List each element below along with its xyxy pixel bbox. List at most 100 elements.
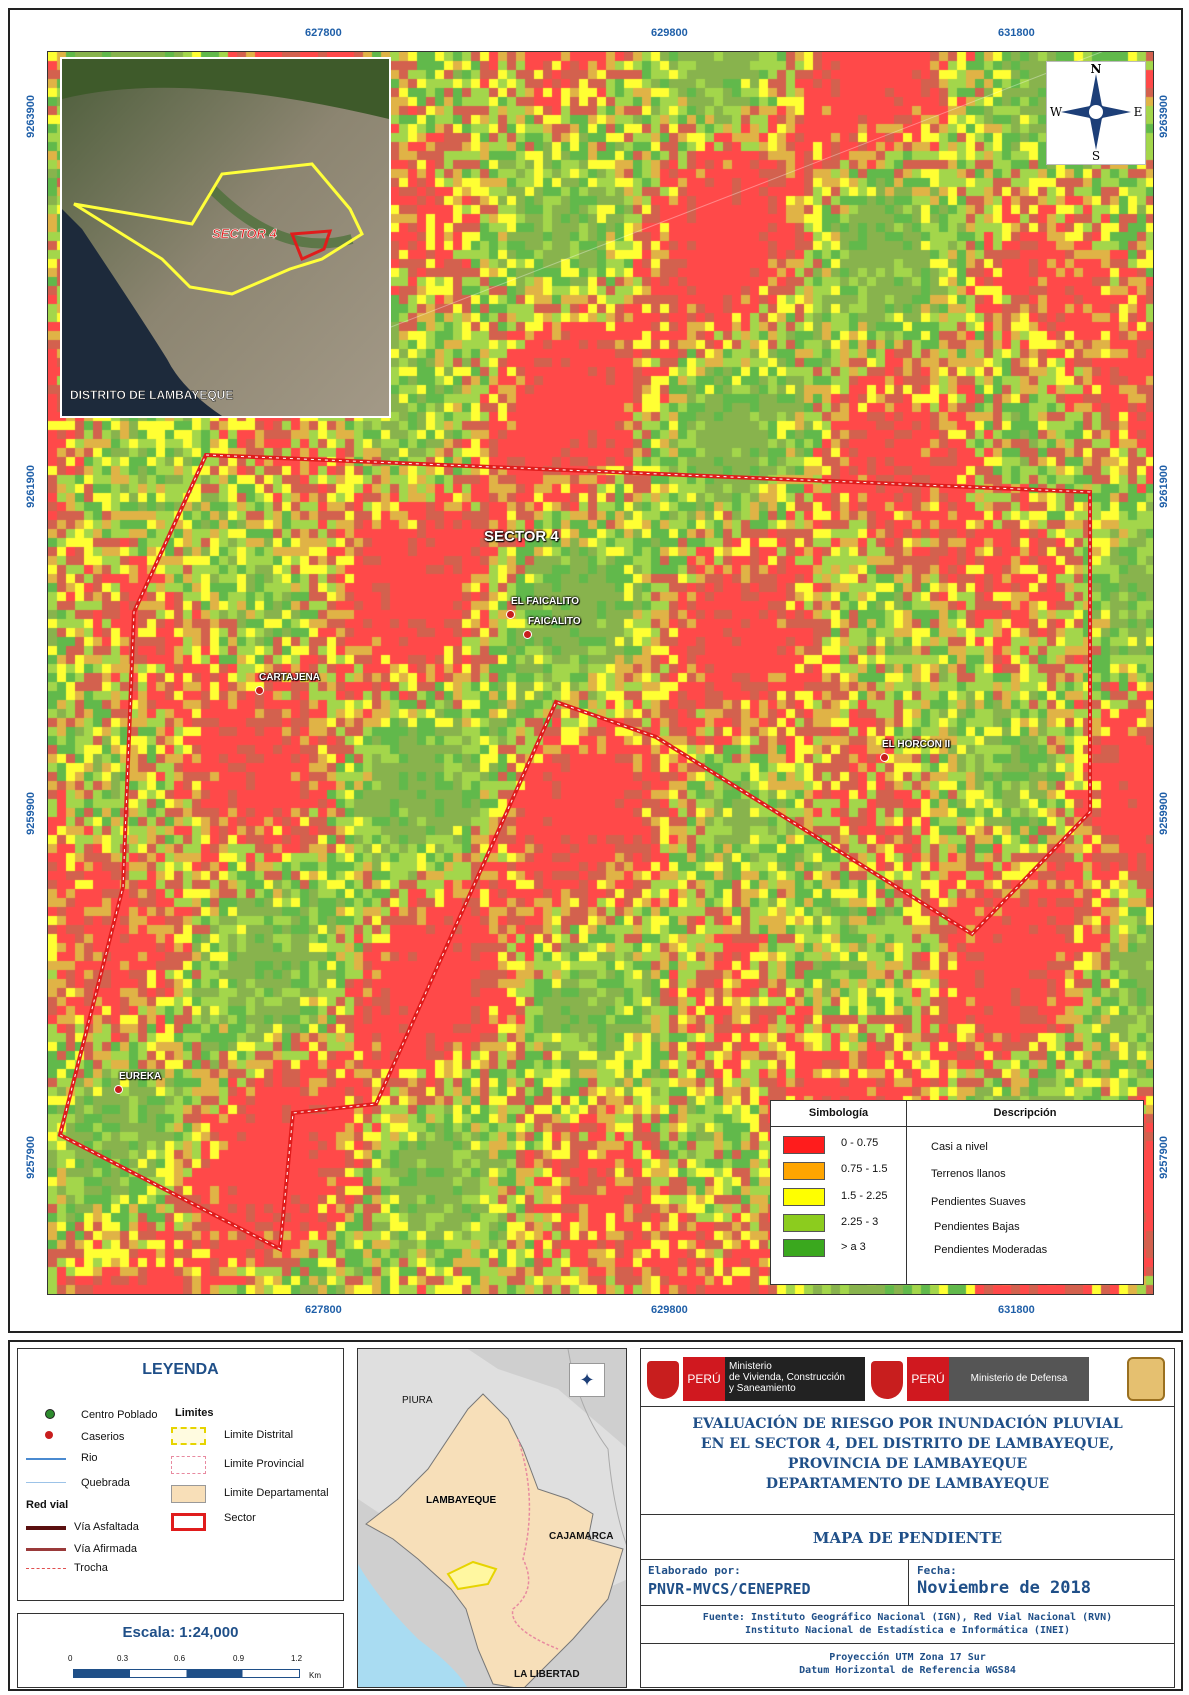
place-label-eureka: EUREKA: [119, 1071, 162, 1082]
range-3: 2.25 - 3: [841, 1216, 879, 1228]
locator-map[interactable]: ✦ PIURA LAMBAYEQUE CAJAMARCA LA LIBERTAD: [357, 1348, 627, 1688]
legend-via-asfaltada: Vía Asfaltada: [74, 1521, 139, 1533]
legend-trocha: Trocha: [74, 1562, 108, 1574]
description-header: Descripción: [907, 1101, 1143, 1127]
north-s: S: [1092, 149, 1100, 163]
symbology-header: Simbología: [771, 1101, 907, 1127]
coord-bottom-2: 629800: [651, 1304, 688, 1316]
map-name: MAPA DE PENDIENTE: [812, 1529, 1003, 1547]
locator-lambayeque: LAMBAYEQUE: [426, 1495, 497, 1506]
legend-limite-departamental: Limite Departamental: [224, 1487, 329, 1499]
swatch-3: [783, 1214, 825, 1232]
legend-via-afirmada: Vía Afirmada: [74, 1543, 137, 1555]
proyeccion-line-2: Datum Horizontal de Referencia WGS84: [799, 1665, 1016, 1676]
scale-unit: Km: [309, 1671, 321, 1680]
centro-poblado-icon: [45, 1409, 55, 1419]
scale-label: Escala: 1:24,000: [122, 1624, 239, 1641]
fuente-line-1: Fuente: Instituto Geográfico Nacional (I…: [702, 1612, 1113, 1623]
coord-right-3: 9259900: [1158, 792, 1170, 835]
legend-caserios: Caserios: [81, 1431, 125, 1443]
legend-centro-poblado: Centro Poblado: [81, 1409, 158, 1421]
scale-tick-1: 0.3: [117, 1654, 129, 1663]
locator-la-libertad: LA LIBERTAD: [514, 1669, 580, 1680]
coord-left-3: 9259900: [25, 792, 37, 835]
desc-1: Terrenos llanos: [931, 1168, 1006, 1180]
divider-4: [641, 1605, 1174, 1606]
north-w: W: [1050, 105, 1063, 119]
divider-3: [641, 1559, 1174, 1560]
scale-tick-3: 0.9: [233, 1654, 245, 1663]
coord-left-2: 9261900: [25, 465, 37, 508]
sector-label: SECTOR 4: [484, 528, 559, 545]
legend-title: LEYENDA: [142, 1361, 219, 1378]
scale-bar: [73, 1669, 300, 1678]
divider-v: [908, 1559, 909, 1605]
legend-red-vial: Red vial: [26, 1499, 69, 1511]
elaborado-value: PNVR-MVCS/CENEPRED: [648, 1580, 811, 1598]
legend-limites: Limites: [175, 1407, 214, 1419]
place-marker-cartajena: [255, 686, 264, 695]
title-line-4: DEPARTAMENTO DE LAMBAYEQUE: [765, 1476, 1050, 1492]
desc-3: Pendientes Bajas: [934, 1221, 1020, 1233]
place-label-cartajena: CARTAJENA: [259, 672, 320, 683]
title-panel: PERÚ Ministerio de Vivienda, Construcció…: [640, 1348, 1175, 1688]
desc-2: Pendientes Suaves: [931, 1196, 1026, 1208]
coord-top-3: 631800: [998, 27, 1035, 39]
limite-provincial-swatch: [171, 1456, 206, 1474]
peru-label-1: PERÚ: [683, 1357, 725, 1401]
coord-left-4: 9257900: [25, 1136, 37, 1179]
place-marker-faicalito: [523, 630, 532, 639]
ministerio-defensa: Ministerio de Defensa: [949, 1357, 1089, 1401]
bottom-frame: [8, 1340, 1183, 1691]
trocha-line: [26, 1568, 66, 1569]
place-label-faicalito: FAICALITO: [528, 616, 581, 627]
locator-cajamarca: CAJAMARCA: [549, 1531, 614, 1542]
divider-1: [641, 1406, 1174, 1407]
quebrada-line: [26, 1482, 66, 1483]
caserio-icon: [45, 1431, 53, 1439]
peru-shield-icon-1: [647, 1361, 679, 1399]
locator-north-icon: ✦: [569, 1363, 605, 1397]
legend-limite-provincial: Limite Provincial: [224, 1458, 305, 1470]
coord-top-1: 627800: [305, 27, 342, 39]
north-n: N: [1091, 62, 1102, 76]
locator-piura: PIURA: [402, 1395, 433, 1406]
scale-panel: Escala: 1:24,000 0 0.3 0.6 0.9 1.2 Km: [17, 1613, 344, 1688]
elaborado-label: Elaborado por:: [648, 1564, 741, 1577]
coord-bottom-1: 627800: [305, 1304, 342, 1316]
range-4: > a 3: [841, 1241, 866, 1253]
fecha-value: Noviembre de 2018: [917, 1578, 1091, 1598]
coord-right-4: 9257900: [1158, 1136, 1170, 1179]
coord-bottom-3: 631800: [998, 1304, 1035, 1316]
inset-map[interactable]: SECTOR 4 DISTRITO DE LAMBAYEQUE: [60, 57, 391, 418]
divider-2: [641, 1514, 1174, 1515]
header-banner: PERÚ Ministerio de Vivienda, Construcció…: [645, 1353, 1170, 1405]
coord-right-1: 9263900: [1158, 95, 1170, 138]
title-line-1: EVALUACIÓN DE RIESGO POR INUNDACIÓN PLUV…: [692, 1416, 1123, 1432]
ministerio-vivienda: Ministerio de Vivienda, Construcción y S…: [725, 1357, 865, 1401]
peru-label-2: PERÚ: [907, 1357, 949, 1401]
scale-tick-4: 1.2: [291, 1654, 303, 1663]
fuente-line-2: Instituto Nacional de Estadística e Info…: [744, 1625, 1071, 1636]
via-asfaltada-line: [26, 1526, 66, 1530]
legend-panel: LEYENDA Centro Poblado Caserios Rio Queb…: [17, 1348, 344, 1601]
peru-shield-icon-2: [871, 1361, 903, 1399]
via-afirmada-line: [26, 1548, 66, 1551]
sector-swatch: [171, 1513, 206, 1531]
legend-quebrada: Quebrada: [81, 1477, 130, 1489]
swatch-0: [783, 1136, 825, 1154]
slope-symbology-table: Simbología Descripción 0 - 0.75 Casi a n…: [770, 1100, 1144, 1285]
proyeccion-line-1: Proyección UTM Zona 17 Sur: [829, 1652, 986, 1663]
coat-of-arms-icon: [1127, 1357, 1165, 1401]
desc-0: Casi a nivel: [931, 1141, 988, 1153]
table-divider: [906, 1101, 907, 1284]
legend-rio: Rio: [81, 1452, 98, 1464]
divider-5: [641, 1643, 1174, 1644]
place-label-el-faicalito: EL FAICALITO: [511, 596, 579, 607]
desc-4: Pendientes Moderadas: [934, 1244, 1048, 1256]
scale-tick-0: 0: [68, 1654, 73, 1663]
limite-departamental-swatch: [171, 1485, 206, 1503]
title-line-3: PROVINCIA DE LAMBAYEQUE: [787, 1456, 1028, 1472]
scale-tick-2: 0.6: [174, 1654, 186, 1663]
coord-left-1: 9263900: [25, 95, 37, 138]
